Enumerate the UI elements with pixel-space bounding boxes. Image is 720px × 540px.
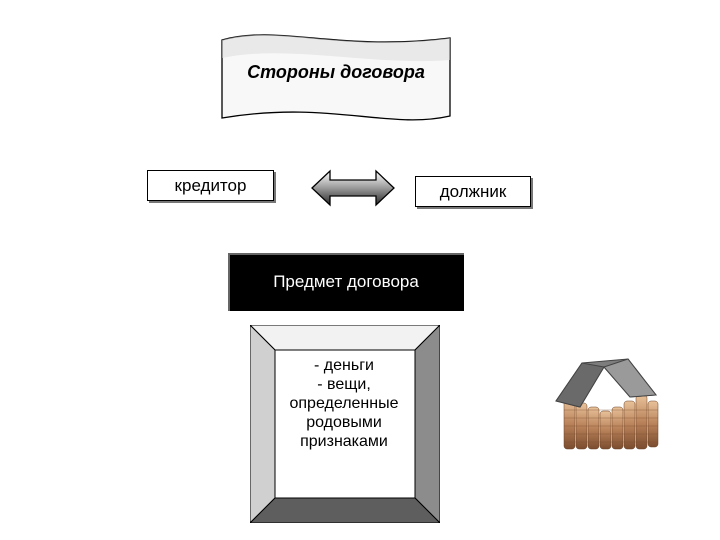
creditor-box: кредитор [147,170,274,201]
creditor-label: кредитор [174,176,247,195]
subject-banner [228,253,464,311]
list-item: признаками [300,433,388,450]
coin-house-image [555,358,659,450]
double-arrow-icon [311,169,395,207]
list-item: родовыми [306,414,382,431]
debtor-label: должник [439,182,507,201]
list-item: - деньги [314,357,374,374]
subject-items-list: - деньги - вещи, определенные родовыми п… [276,356,412,451]
subject-label: Предмет договора [273,272,419,291]
debtor-box: должник [415,176,531,207]
diagram-title: Стороны договора [247,62,425,82]
subject-items-frame [250,325,440,523]
title-banner-shape [221,34,451,121]
list-item: - вещи, [317,376,371,393]
list-item: определенные [289,395,399,412]
